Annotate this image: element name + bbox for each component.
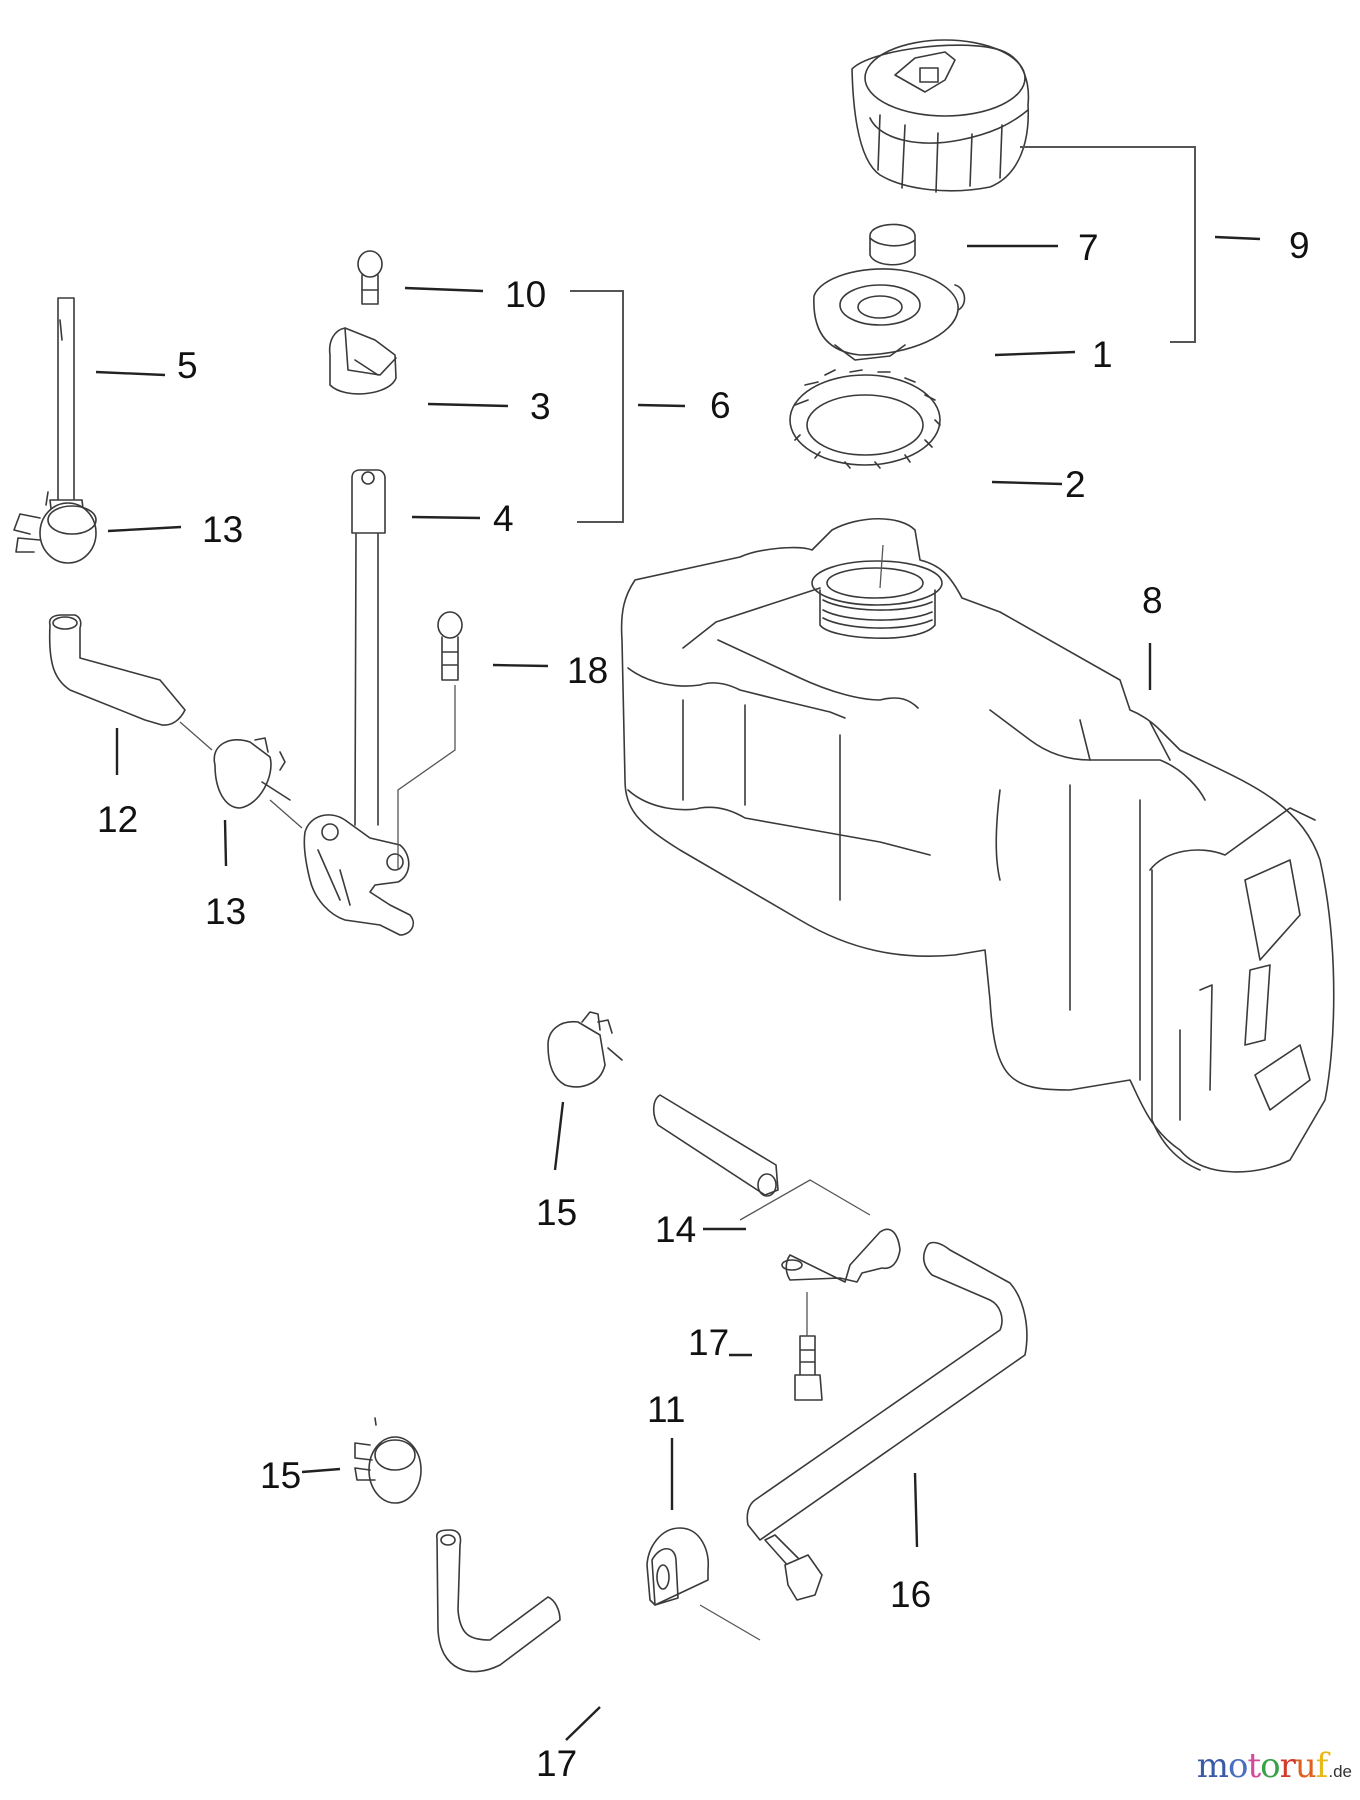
callout-14[interactable]: 14 <box>655 1209 696 1250</box>
hose-clamp-bracket-part[interactable] <box>646 1527 710 1606</box>
fuel-pickup-tube-part[interactable] <box>351 469 386 826</box>
hose-clip-middle-part[interactable] <box>547 1011 623 1088</box>
watermark-letter: u <box>1294 1746 1317 1786</box>
callout-17-upper[interactable]: 17 <box>688 1322 729 1363</box>
callout-6[interactable]: 6 <box>710 385 731 426</box>
tank-ring-nut-part[interactable] <box>789 369 941 469</box>
fuel-tank-part[interactable] <box>620 517 1335 1173</box>
watermark-letter: m <box>1196 1746 1229 1786</box>
callout-13-lower[interactable]: 13 <box>205 891 246 932</box>
hose-bracket-part[interactable] <box>781 1228 901 1283</box>
cap-inner-plate-part[interactable] <box>813 268 966 361</box>
callout-1[interactable]: 1 <box>1092 334 1113 375</box>
hose-clip-lower-part[interactable] <box>213 737 291 809</box>
valve-screw-part[interactable] <box>437 611 463 681</box>
watermark-letter: o <box>1260 1746 1281 1786</box>
callout-5[interactable]: 5 <box>177 345 198 386</box>
bracket-bolt-part[interactable] <box>794 1335 823 1401</box>
short-hose-part[interactable] <box>652 1094 779 1197</box>
leader-lines <box>95 146 1261 1741</box>
valve-knob-part[interactable] <box>328 327 397 395</box>
callout-16[interactable]: 16 <box>890 1574 931 1615</box>
fuel-valve-body-part[interactable] <box>303 814 415 936</box>
cap-gasket-part[interactable] <box>869 223 916 266</box>
callout-11[interactable]: 11 <box>647 1389 685 1430</box>
callout-9[interactable]: 9 <box>1289 225 1310 266</box>
watermark-suffix: .de <box>1328 1762 1352 1781</box>
callout-12[interactable]: 12 <box>97 799 138 840</box>
clamp-bolt-part[interactable] <box>764 1534 823 1601</box>
fuel-hose-elbow-part[interactable] <box>48 614 186 726</box>
watermark-letter: r <box>1279 1746 1296 1786</box>
watermark-letter: t <box>1247 1746 1261 1786</box>
fuel-line-hose-part[interactable] <box>746 1241 1028 1541</box>
fuel-cap-part[interactable] <box>851 39 1030 193</box>
watermark-letter: o <box>1227 1746 1249 1786</box>
watermark-logo: motoruf.de <box>1197 1746 1352 1786</box>
hose-clip-upper-part[interactable] <box>13 491 97 564</box>
callout-15-middle[interactable]: 15 <box>536 1192 577 1233</box>
callout-3[interactable]: 3 <box>530 386 551 427</box>
long-bolt-part[interactable] <box>49 297 85 518</box>
callout-2[interactable]: 2 <box>1065 464 1086 505</box>
j-hose-part[interactable] <box>435 1529 561 1673</box>
hose-clip-bottom-part[interactable] <box>354 1417 422 1504</box>
callout-labels: 1 2 3 4 5 6 7 8 9 10 11 12 13 13 14 15 1… <box>97 225 1310 1784</box>
callout-18[interactable]: 18 <box>567 650 608 691</box>
callout-13-upper[interactable]: 13 <box>202 509 243 550</box>
watermark-letter: f <box>1315 1746 1329 1786</box>
callout-10[interactable]: 10 <box>505 274 546 315</box>
callout-17-lower[interactable]: 17 <box>536 1743 577 1784</box>
callout-4[interactable]: 4 <box>493 498 514 539</box>
knob-screw-part[interactable] <box>357 250 383 305</box>
callout-8[interactable]: 8 <box>1142 580 1163 621</box>
callout-7[interactable]: 7 <box>1078 227 1099 268</box>
callout-15-bottom[interactable]: 15 <box>260 1455 301 1496</box>
